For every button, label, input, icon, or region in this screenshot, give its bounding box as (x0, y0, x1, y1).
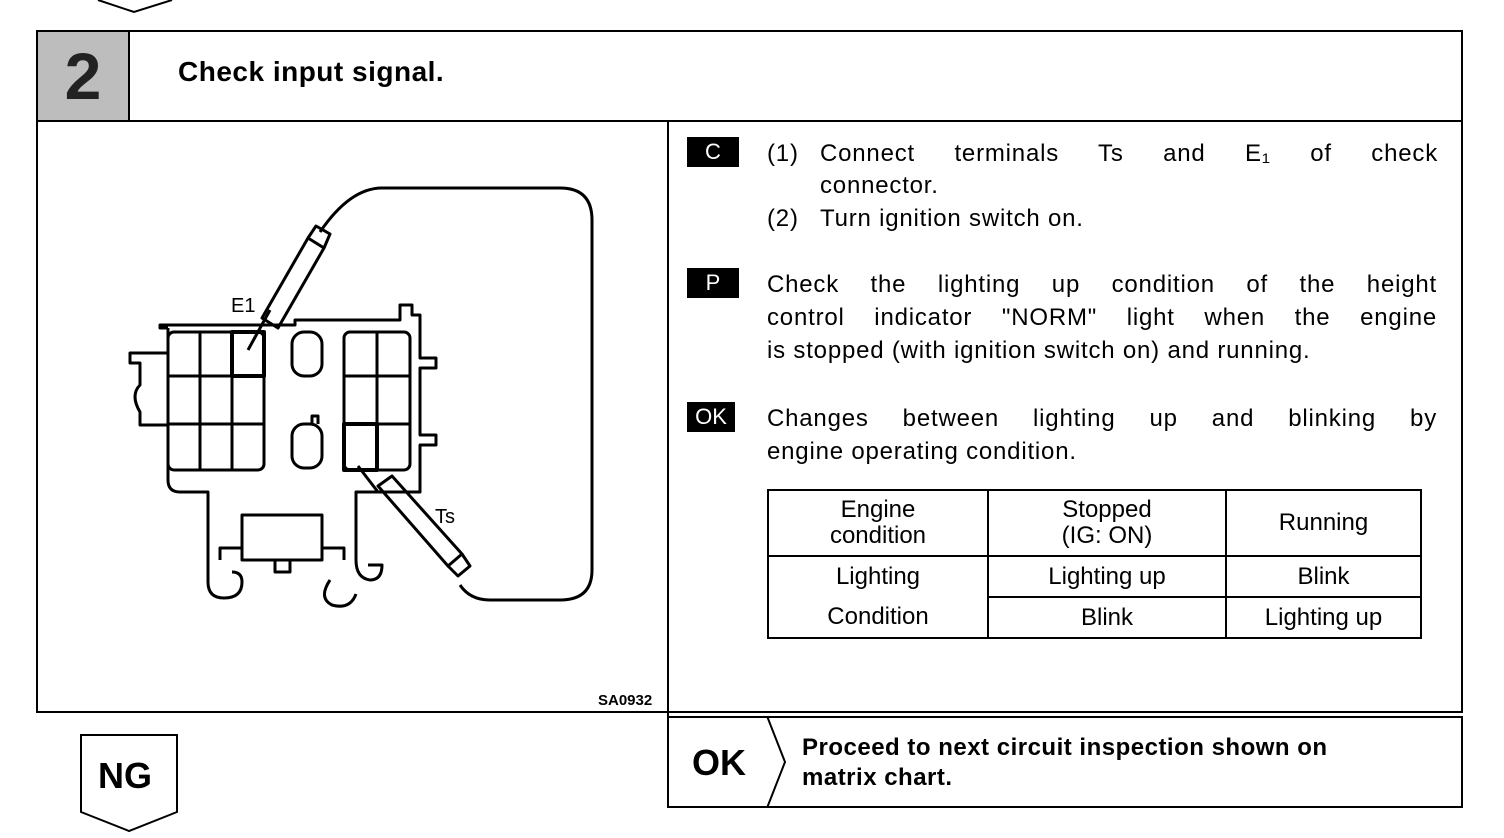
table-header: Running (1225, 489, 1422, 557)
step-number: 2 (38, 32, 130, 120)
instruction-ignition-on: Turn ignition switch on. (820, 205, 1084, 232)
ok-result-chevron (766, 716, 787, 808)
column-divider (667, 122, 669, 722)
tag-ok: OK (687, 402, 735, 432)
table-cell: Lighting up (987, 555, 1227, 598)
table-row-label: Condition (767, 597, 989, 639)
ok-result-text-line-1: Proceed to next circuit inspection shown… (802, 734, 1328, 761)
ng-result-label: NG (98, 755, 152, 796)
instruction-ok-line-2: engine operating condition. (767, 438, 1077, 465)
instruction-check-line-3: is stopped (with ignition switch on) and… (767, 337, 1311, 364)
ng-result-arrow (80, 734, 178, 833)
terminal-label-e1: E1 (231, 295, 256, 317)
instruction-check-line-2: control indicator "NORM" light when the … (767, 304, 1437, 331)
instruction-check-line-1: Check the lighting up condition of the h… (767, 271, 1437, 298)
instruction-ok-line-1: Changes between lighting up and blinking… (767, 405, 1437, 432)
terminal-label-ts: Ts (435, 506, 455, 528)
ok-result-text-line-2: matrix chart. (802, 764, 953, 791)
previous-step-arrow (97, 0, 173, 14)
ok-result-label: OK (692, 742, 746, 783)
instruction-step-number-2: (2) (767, 205, 799, 232)
step-header (36, 30, 1463, 122)
table-cell: Blink (1225, 555, 1422, 598)
table-header: Stopped(IG: ON) (987, 489, 1227, 557)
instruction-connect-line-1: Connect terminals Ts and E₁ of check (820, 140, 1438, 167)
table-row-label: Lighting (767, 555, 989, 597)
step-title: Check input signal. (178, 56, 445, 87)
table-cell: Lighting up (1225, 596, 1422, 639)
instruction-connect-line-2: connector. (820, 172, 939, 199)
ok-result-box (667, 716, 1463, 808)
tag-connect: C (687, 137, 739, 167)
instruction-step-number-1: (1) (767, 140, 799, 167)
check-connector-illustration (128, 186, 594, 608)
tag-procedure: P (687, 268, 739, 298)
figure-id: SA0932 (598, 692, 653, 709)
step-box (36, 30, 1463, 713)
table-cell: Blink (987, 596, 1227, 639)
